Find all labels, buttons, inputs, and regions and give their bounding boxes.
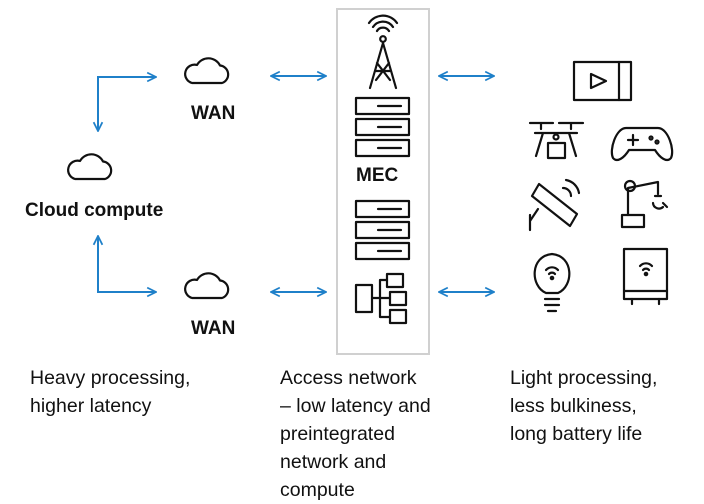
smart-appliance-icon (622, 247, 669, 306)
network-switch-icon (354, 272, 408, 325)
cloud-to-wan-top-arrow (98, 77, 156, 131)
caption-line: preintegrated (280, 423, 395, 445)
caption-line: Heavy processing, (30, 367, 191, 389)
cloud-icon (184, 272, 230, 300)
caption-line: – low latency and (280, 395, 431, 417)
gamepad-icon (610, 126, 674, 162)
cloud-compute-label: Cloud compute (25, 200, 164, 221)
caption-line: higher latency (30, 395, 152, 417)
cloud-icon (67, 153, 113, 181)
caption-line: less bulkiness, (510, 395, 637, 417)
antenna-tower-icon (367, 14, 399, 90)
caption-line: long battery life (510, 423, 643, 445)
robot-arm-icon (620, 179, 669, 229)
cloud-icon (184, 57, 230, 85)
drone-icon (528, 121, 585, 160)
right-caption: Light processing, less bulkiness, long b… (510, 364, 657, 448)
smart-bulb-icon (533, 252, 571, 313)
video-player-icon (572, 60, 633, 102)
caption-line: network and (280, 451, 387, 473)
caption-line: Access network (280, 367, 417, 389)
caption-line: compute (280, 479, 355, 501)
middle-caption: Access network – low latency and preinte… (280, 364, 431, 504)
server-rack-icon (354, 96, 411, 158)
left-caption: Heavy processing, higher latency (30, 364, 190, 420)
security-camera-icon (528, 178, 581, 232)
server-rack-icon (354, 199, 411, 261)
wan-bottom-label: WAN (191, 318, 236, 339)
wan-top-label: WAN (191, 103, 236, 124)
mec-panel (336, 8, 430, 355)
mec-label: MEC (356, 165, 399, 186)
caption-line: Light processing, (510, 367, 658, 389)
cloud-to-wan-bottom-arrow (98, 236, 156, 292)
